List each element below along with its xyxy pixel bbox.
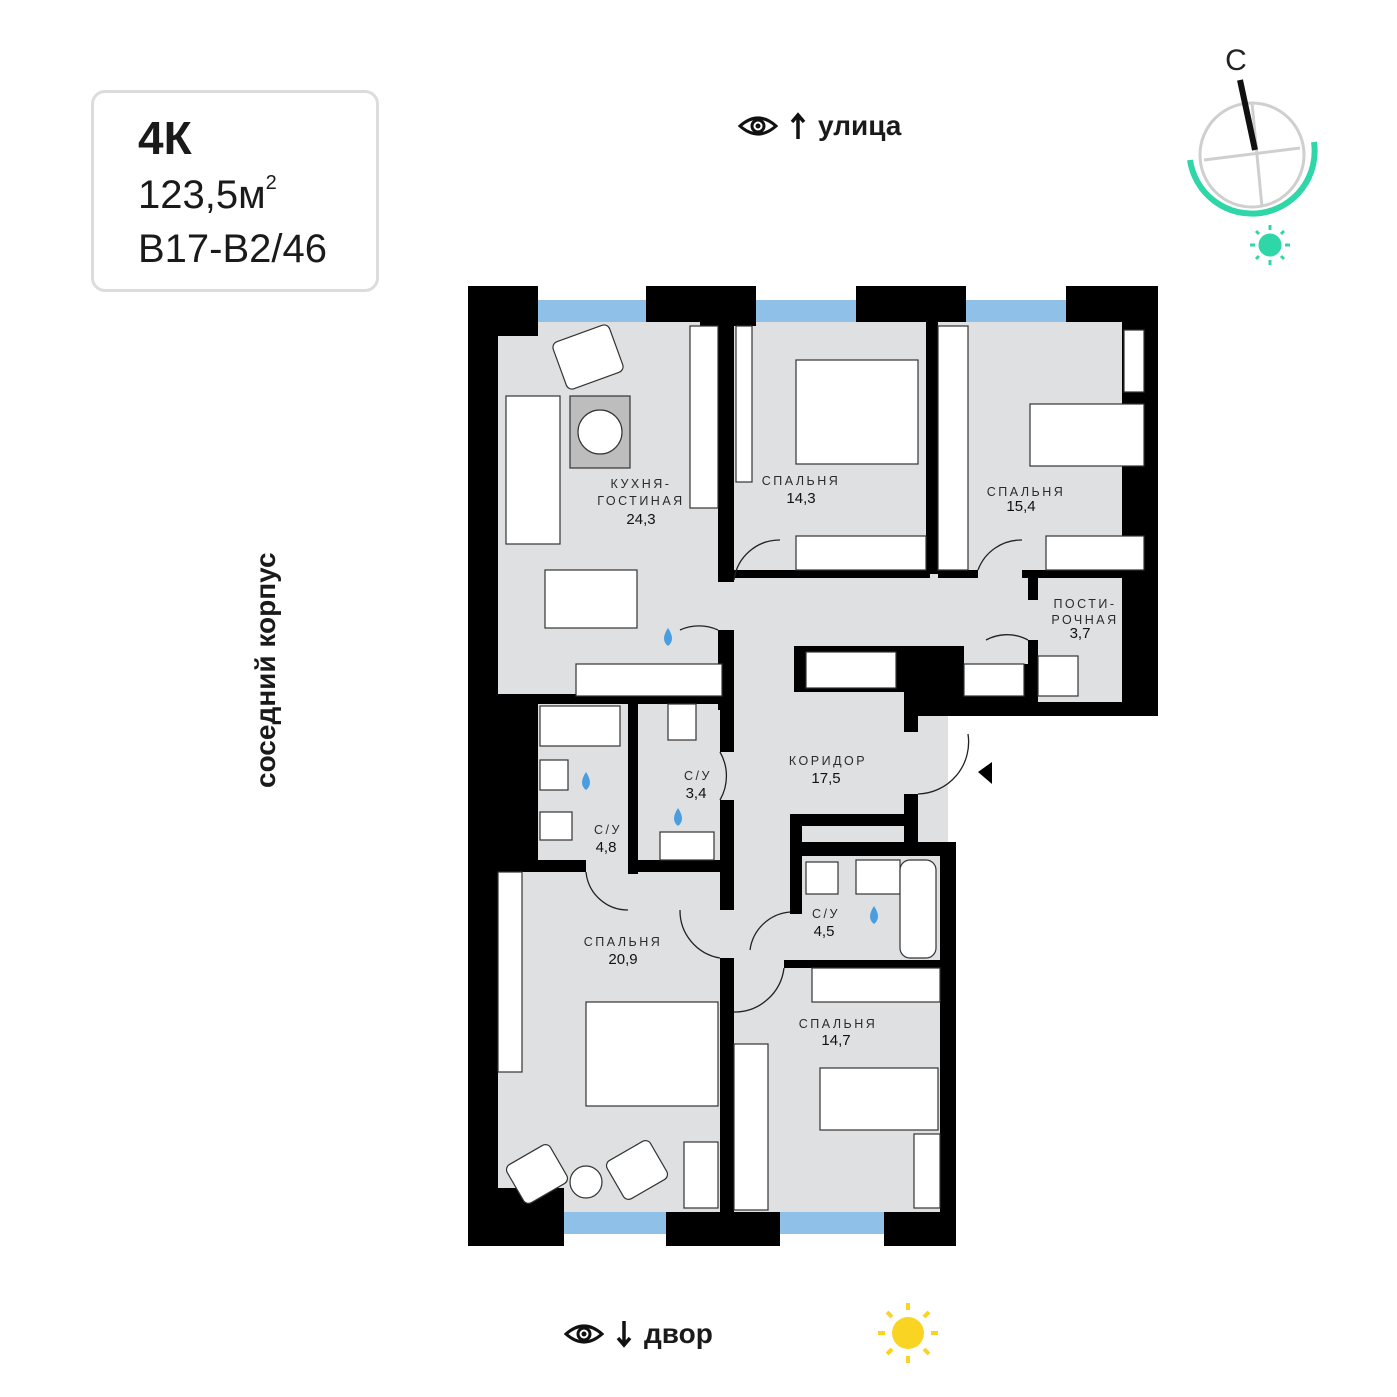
eye-icon	[738, 116, 778, 136]
room-kitchen-label1: КУХНЯ-	[611, 477, 672, 491]
room-corridor-label: КОРИДОР	[789, 754, 867, 768]
armchair	[605, 1140, 669, 1200]
room-corridor-area: 17,5	[811, 770, 840, 787]
room-laundry-area: 3,7	[1070, 625, 1091, 642]
room-bedroom4-area: 14,7	[821, 1032, 850, 1049]
wardrobe	[733, 1043, 769, 1211]
apartment-type: 4К	[138, 112, 192, 164]
room-labels: КУХНЯ- ГОСТИНАЯ 24,3 СПАЛЬНЯ 14,3 СПАЛЬН…	[584, 474, 1118, 1049]
room-bath2-area: 3,4	[686, 785, 707, 802]
armchair	[505, 1144, 569, 1204]
bed	[819, 1067, 939, 1131]
window	[966, 300, 1066, 322]
bed	[585, 1001, 719, 1107]
arrow-down-icon	[616, 1321, 632, 1348]
washer	[1037, 655, 1079, 697]
toilet	[805, 861, 839, 895]
bed	[795, 359, 919, 465]
room-bath3-label: С/У	[812, 907, 840, 921]
room-bath3-area: 4,5	[814, 923, 835, 940]
coffee-table	[577, 409, 623, 455]
radiator	[683, 1141, 719, 1209]
doors	[585, 539, 1029, 1013]
arrow-up-icon	[790, 112, 806, 139]
radiator	[795, 535, 927, 571]
room-bath1-label: С/У	[594, 823, 622, 837]
room-bedroom2-label: СПАЛЬНЯ	[987, 485, 1066, 499]
area-unit-sup: 2	[265, 172, 277, 194]
cabinet	[1123, 329, 1145, 393]
room-bedroom3-area: 20,9	[608, 951, 637, 968]
kitchen-counter	[575, 663, 723, 697]
radiator	[811, 967, 941, 1003]
wardrobe	[937, 325, 969, 571]
wardrobe	[689, 325, 719, 509]
view-yard-label: двор	[644, 1318, 713, 1349]
area-value: 123,5м	[138, 173, 266, 217]
apartment-area: 123,5м2	[138, 172, 277, 217]
bed	[1029, 403, 1145, 467]
dining-table	[544, 569, 638, 629]
sofa	[505, 395, 561, 545]
wardrobe	[735, 325, 753, 483]
furniture	[497, 324, 1145, 1211]
room-kitchen-area: 24,3	[626, 511, 655, 528]
room-bedroom3-label: СПАЛЬНЯ	[584, 935, 663, 949]
view-street-label: улица	[818, 110, 902, 141]
room-laundry-label2: РОЧНАЯ	[1051, 613, 1118, 627]
room-kitchen-label2: ГОСТИНАЯ	[597, 494, 684, 508]
water-drop-icon	[664, 628, 672, 646]
room-bedroom1-label: СПАЛЬНЯ	[762, 474, 841, 488]
toilet	[667, 703, 697, 741]
sink	[539, 759, 569, 791]
view-street: улица	[738, 110, 901, 142]
water-drop-icon	[870, 906, 878, 924]
room-bedroom4-label: СПАЛЬНЯ	[799, 1017, 878, 1031]
room-bath1-area: 4,8	[596, 839, 617, 856]
window	[538, 300, 646, 322]
armchair	[552, 324, 624, 390]
view-yard: двор	[564, 1318, 713, 1350]
sink	[855, 859, 901, 895]
closet	[805, 651, 897, 689]
room-laundry-label1: ПОСТИ-	[1053, 597, 1116, 611]
apartment-info-card: 4К 123,5м2 В17-В2/46	[91, 90, 379, 292]
entrance-arrow-icon	[978, 762, 992, 784]
room-bath2-label: С/У	[684, 769, 712, 783]
bathtub	[899, 859, 937, 959]
wardrobe	[497, 871, 523, 1073]
room-bedroom1-area: 14,3	[786, 490, 815, 507]
apartment-code: В17-В2/46	[138, 227, 328, 271]
outer-walls	[468, 286, 1158, 1246]
window	[780, 1212, 884, 1234]
bathtub	[539, 705, 621, 747]
closet	[963, 663, 1025, 697]
water-drop-icon	[582, 772, 590, 790]
cabinet	[913, 1133, 941, 1209]
window	[756, 300, 856, 322]
radiator	[1045, 535, 1145, 571]
side-table	[569, 1165, 603, 1199]
window	[564, 1212, 668, 1234]
toilet	[539, 811, 573, 841]
water-drop-icons	[582, 628, 878, 924]
eye-icon	[564, 1324, 604, 1344]
water-drop-icon	[674, 808, 682, 826]
sink	[659, 831, 715, 861]
room-bedroom2-area: 15,4	[1006, 498, 1035, 515]
